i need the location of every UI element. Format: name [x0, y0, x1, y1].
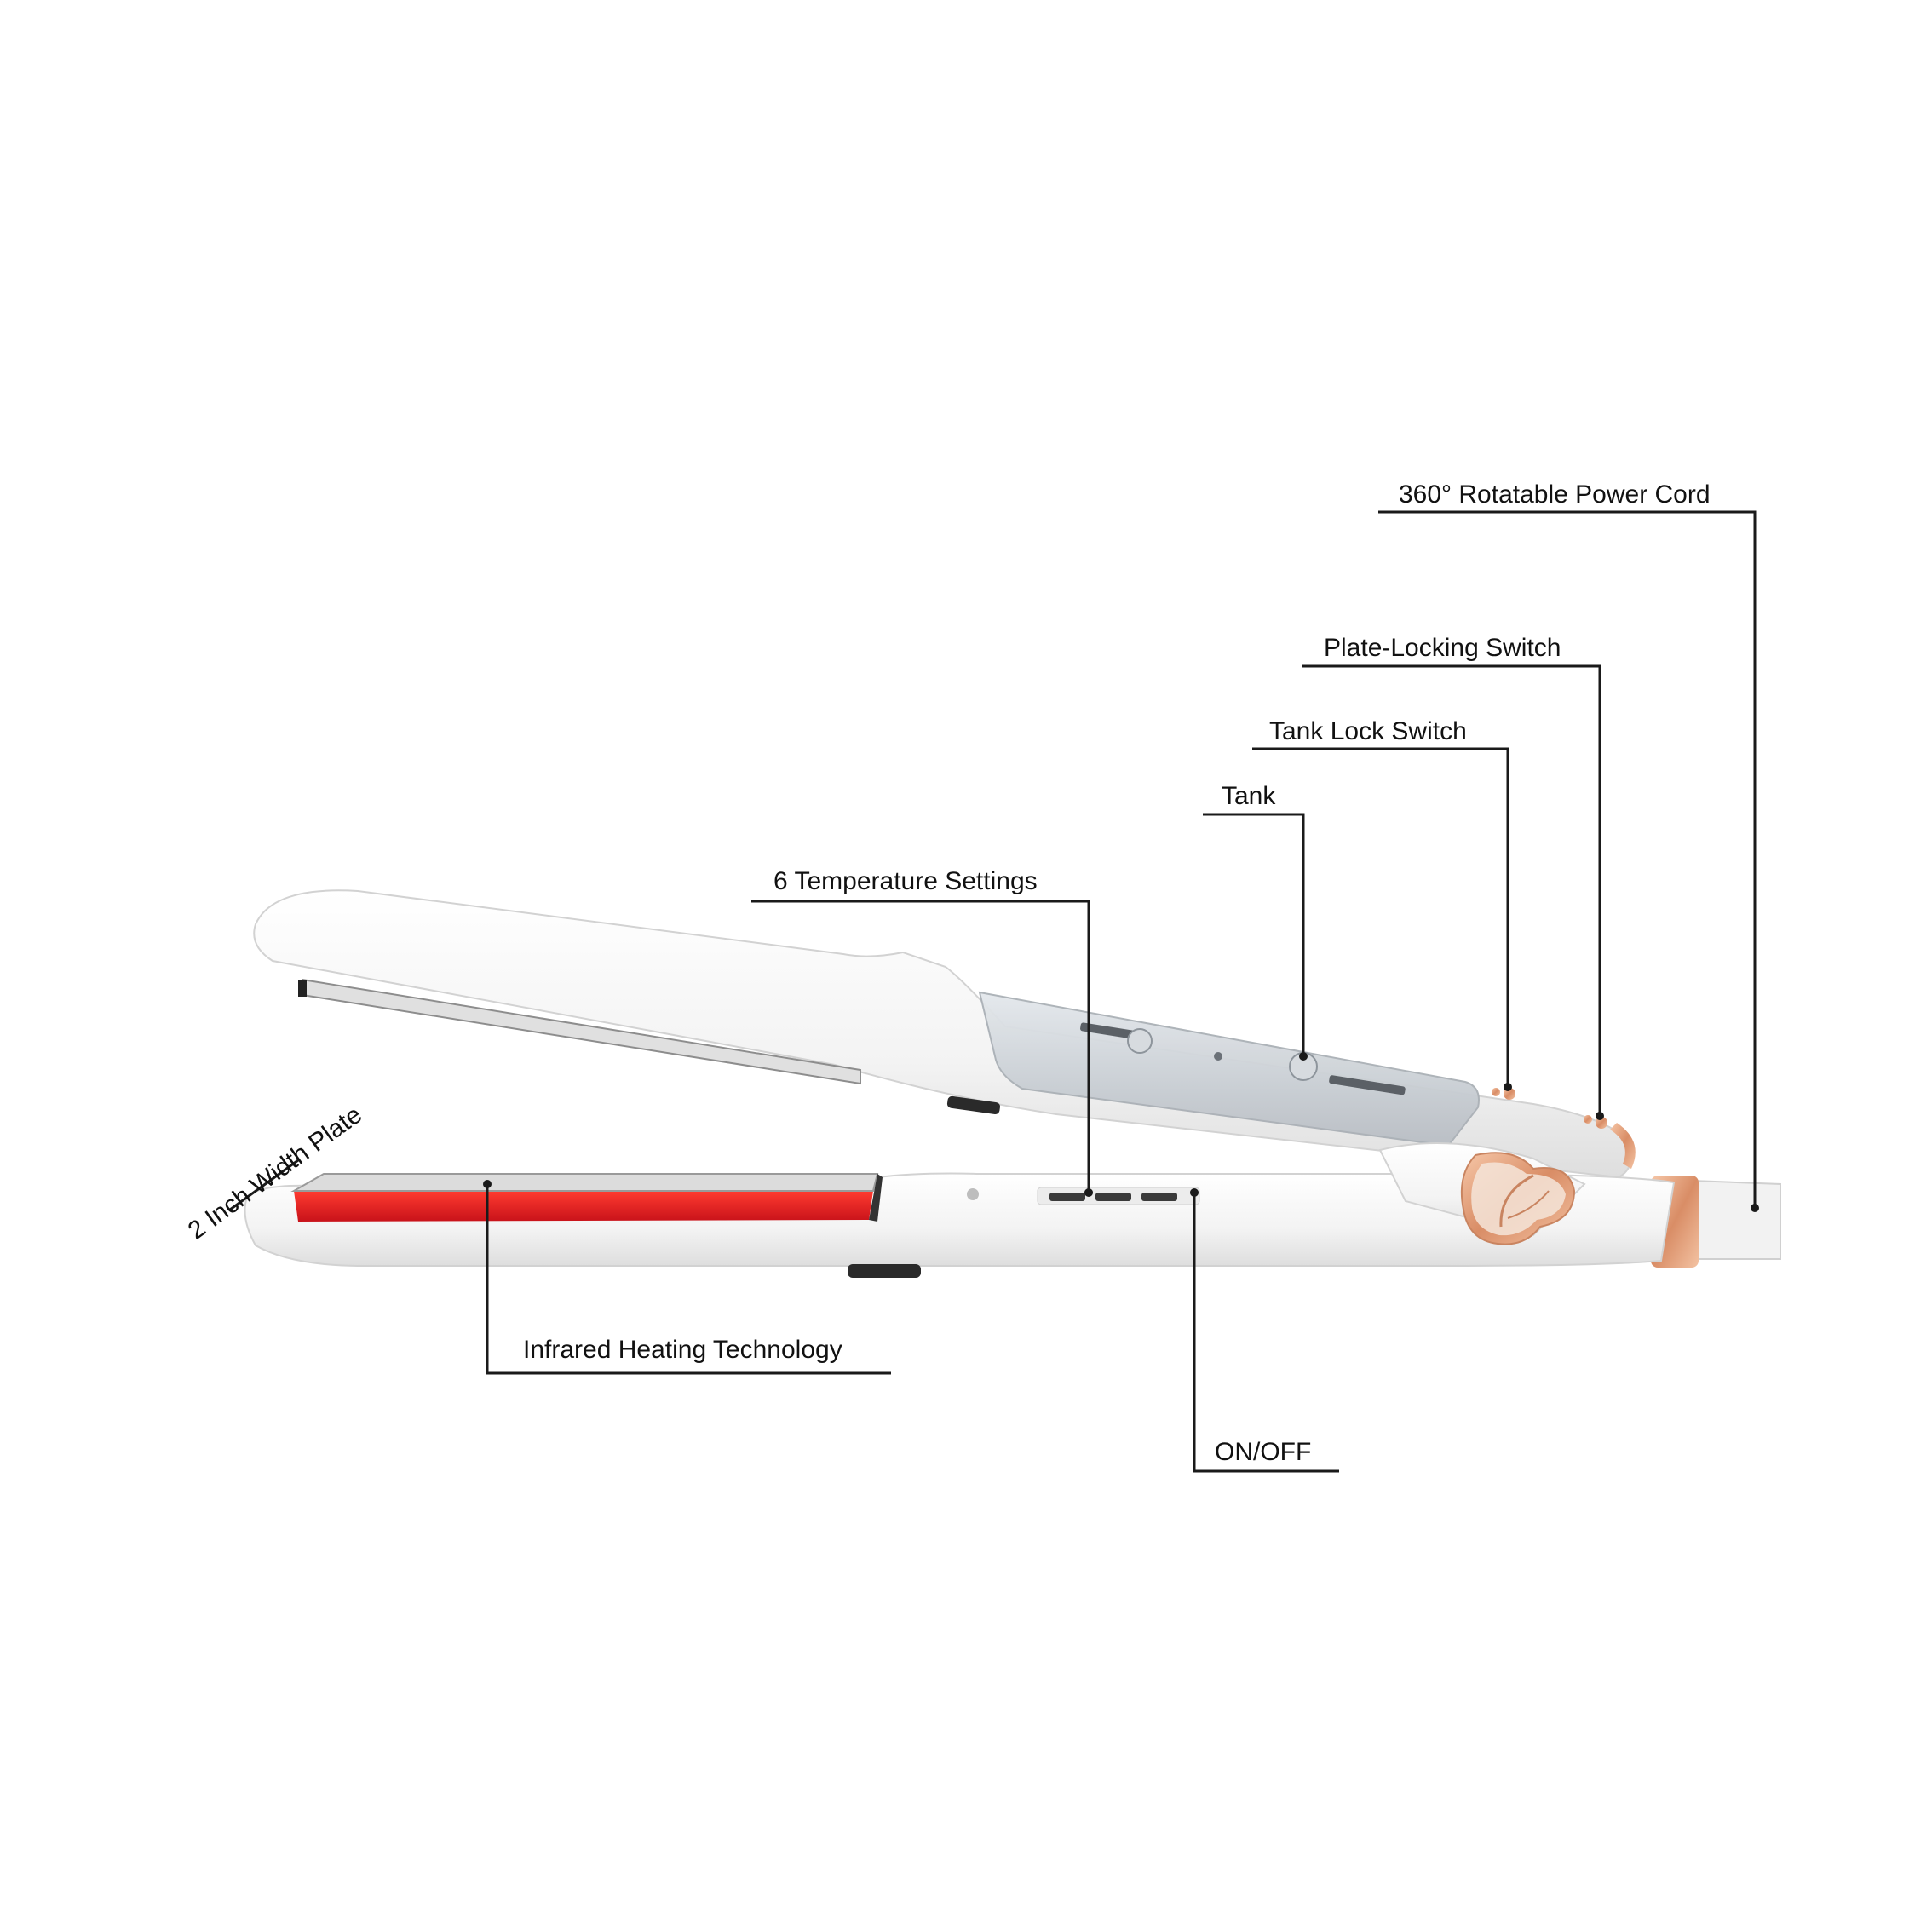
callout-infrared: Infrared Heating Technology — [523, 1336, 842, 1364]
callout-temp-settings: 6 Temperature Settings — [773, 867, 1038, 895]
upper-plate-edge — [298, 980, 307, 997]
tank-lock-switch-dot — [1492, 1088, 1500, 1096]
temp-button-2[interactable] — [1095, 1193, 1131, 1201]
indicator-dot — [967, 1188, 979, 1200]
leader-power-cord — [1378, 510, 1757, 1208]
leader-lines — [229, 510, 1757, 1473]
leader-temp — [751, 900, 1090, 1193]
plate-lock-accent — [1610, 1123, 1636, 1169]
callout-tank-lock: Tank Lock Switch — [1269, 717, 1467, 745]
upper-foot — [946, 1095, 1000, 1115]
heating-plate — [294, 1191, 873, 1222]
callout-on-off: ON/OFF — [1215, 1438, 1311, 1466]
lower-foot — [848, 1264, 921, 1278]
tank-screw — [1214, 1052, 1222, 1061]
leader-plate-width — [229, 1159, 299, 1211]
tank-knob-1 — [1127, 1028, 1153, 1054]
leader-tank — [1203, 813, 1305, 1056]
heating-plate-frame — [290, 1173, 879, 1192]
heating-plate-edge — [869, 1174, 883, 1222]
plate-lock-switch-dot — [1584, 1115, 1592, 1124]
leader-dots — [483, 1052, 1759, 1212]
power-button[interactable] — [1141, 1193, 1177, 1201]
tank-slot-2 — [1329, 1075, 1406, 1095]
leader-plate-lock — [1302, 664, 1601, 1116]
leader-tank-lock — [1252, 747, 1509, 1087]
callout-power-cord: 360° Rotatable Power Cord — [1399, 480, 1711, 509]
callout-plate-lock: Plate-Locking Switch — [1324, 634, 1561, 662]
leaf-logo-icon[interactable] — [1460, 1152, 1576, 1245]
leader-onoff — [1193, 1193, 1339, 1473]
temp-button-1[interactable] — [1049, 1193, 1085, 1201]
tank-slot-1 — [1080, 1022, 1140, 1040]
leader-infrared — [486, 1184, 891, 1375]
callout-tank: Tank — [1222, 782, 1276, 810]
